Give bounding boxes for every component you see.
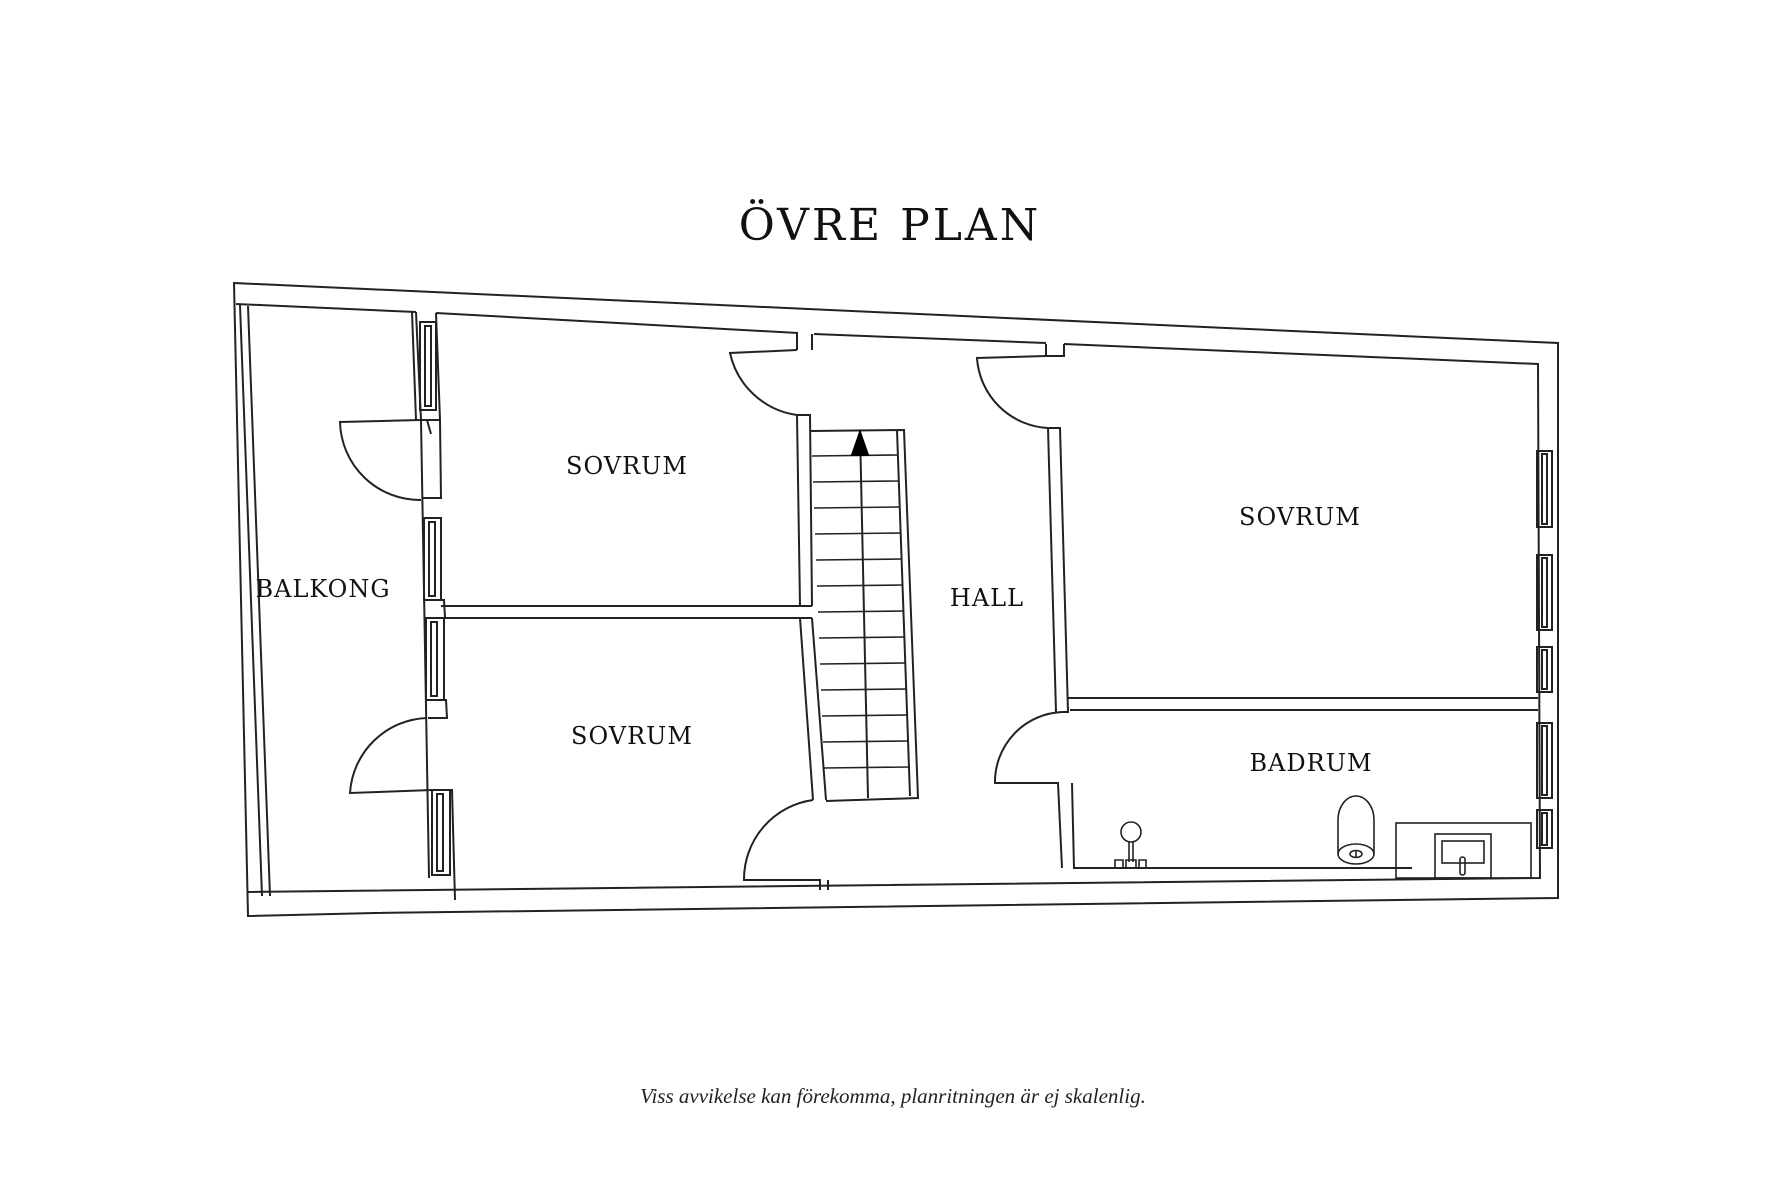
staircase <box>809 428 920 802</box>
left-interior-wall <box>415 311 456 901</box>
room-label-sovrum-top-left: SOVRUM <box>566 452 688 480</box>
plan-title: ÖVRE PLAN <box>738 200 1042 251</box>
window <box>1536 554 1553 631</box>
scale-disclaimer: Viss avvikelse kan förekomma, planritnin… <box>640 1084 1146 1108</box>
shower-icon <box>1114 821 1147 868</box>
room-label-sovrum-bottom-left: SOVRUM <box>571 722 693 750</box>
toilet-icon <box>1337 795 1375 865</box>
outer-wall <box>232 281 1559 918</box>
sink-counter-icon <box>1395 822 1532 879</box>
room-label-balkong: BALKONG <box>255 575 390 603</box>
hall-right-wall <box>975 344 1538 869</box>
window <box>1536 722 1553 799</box>
balkong-walls <box>239 304 432 897</box>
up-arrow-icon <box>850 428 870 456</box>
door-balkong-top <box>338 419 422 502</box>
door-balkong-bottom <box>348 717 433 795</box>
right-windows <box>1536 450 1553 849</box>
window <box>1536 809 1553 849</box>
window <box>1536 646 1553 693</box>
window <box>423 517 442 601</box>
window <box>431 789 451 876</box>
room-label-badrum: BADRUM <box>1249 749 1372 777</box>
window <box>419 321 437 411</box>
hall-left-wall <box>728 333 829 890</box>
window <box>425 617 445 701</box>
window <box>1536 450 1553 528</box>
room-label-sovrum-right: SOVRUM <box>1239 503 1361 531</box>
wall-left-bedrooms <box>441 605 812 619</box>
room-label-hall: HALL <box>950 584 1024 612</box>
